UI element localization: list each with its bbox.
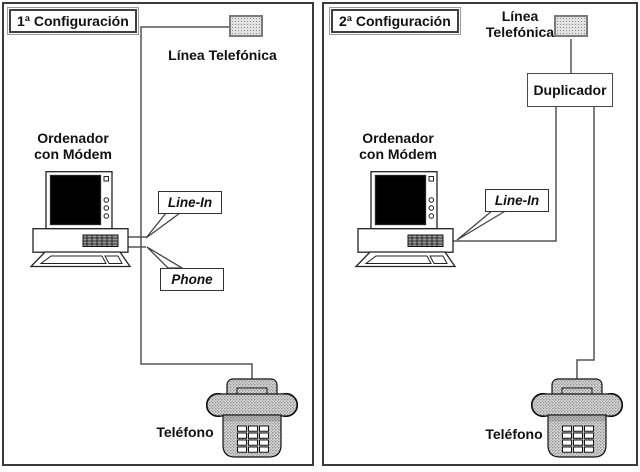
monitor-button bbox=[103, 176, 109, 182]
computer-label: Ordenador con Módem bbox=[359, 130, 437, 162]
config-2-title: 2ª Configuración bbox=[331, 9, 459, 33]
telephone-label: Teléfono bbox=[485, 426, 543, 442]
config-1-title-box: 1ª Configuración bbox=[7, 7, 139, 35]
monitor-screen bbox=[49, 174, 102, 226]
monitor-button bbox=[428, 176, 434, 182]
keypad bbox=[237, 425, 269, 453]
phone-callout: Phone bbox=[160, 268, 224, 291]
monitor-screen bbox=[374, 174, 427, 226]
line-in-callout: Line-In bbox=[158, 191, 222, 214]
keypad bbox=[562, 425, 594, 453]
computer-icon bbox=[29, 171, 132, 268]
telephone-icon bbox=[206, 378, 298, 458]
duplicator-box: Duplicador bbox=[527, 73, 613, 107]
phone-line-label: Línea Telefónica bbox=[485, 8, 555, 40]
config-2-title-box: 2ª Configuración bbox=[329, 7, 461, 35]
config-1-title: 1ª Configuración bbox=[9, 9, 137, 33]
computer-icon bbox=[354, 171, 457, 268]
line-in-callout: Line-In bbox=[485, 189, 549, 212]
phone-callout-text: Phone bbox=[171, 272, 213, 287]
duplicator-label: Duplicador bbox=[533, 82, 607, 98]
line-in-callout-text: Line-In bbox=[494, 193, 540, 208]
handset bbox=[206, 393, 298, 417]
line-in-callout-text: Line-In bbox=[167, 195, 213, 210]
wall-socket-icon bbox=[229, 15, 263, 37]
wall-socket-icon bbox=[554, 15, 588, 37]
telephone-label: Teléfono bbox=[156, 424, 214, 440]
telephone-icon bbox=[531, 378, 623, 458]
handset bbox=[531, 393, 623, 417]
computer-label: Ordenador con Módem bbox=[34, 130, 112, 162]
phone-line-label: Línea Telefónica bbox=[168, 47, 277, 63]
